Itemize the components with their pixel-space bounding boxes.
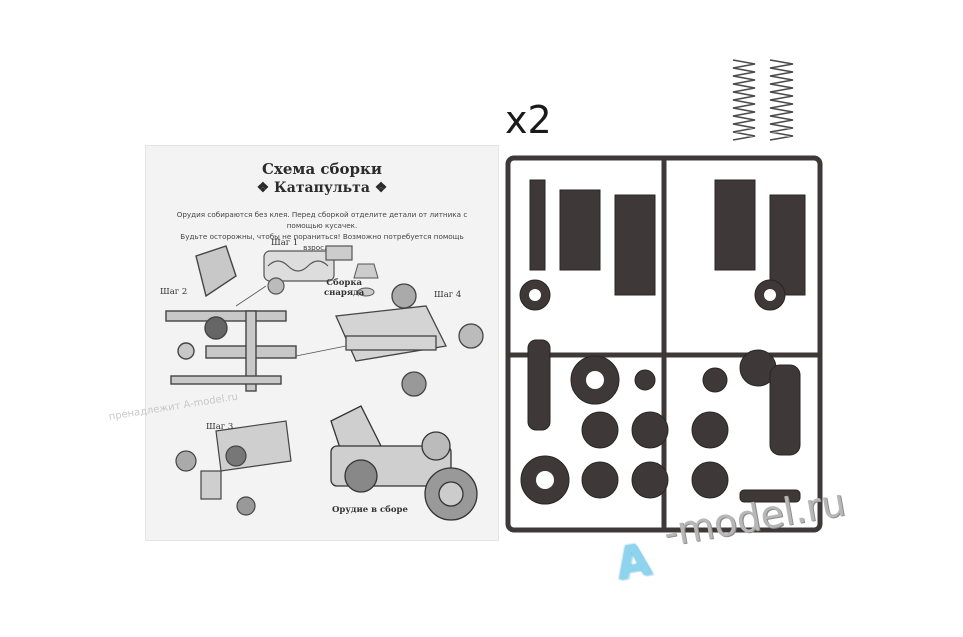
sheet-subtitle: ❖ Катапульта ❖ — [146, 180, 498, 196]
parts-sprue-illustration — [505, 155, 823, 533]
step-4-label: Шаг 4 — [434, 290, 462, 300]
step1-part-illustration — [263, 245, 353, 295]
spring-right — [769, 59, 794, 141]
ornament-right-icon: ❖ — [369, 180, 388, 196]
step3-part-illustration — [175, 420, 292, 516]
assembled-label: Орудие в сборе — [332, 505, 408, 515]
projectile-label: Сборка снаряда — [324, 278, 364, 298]
sheet-intro-line2: Будьте осторожны, чтобы не пораниться! В… — [180, 232, 464, 252]
ornament-left-icon: ❖ — [256, 180, 275, 196]
springs-illustration — [732, 59, 794, 141]
sheet-title: Схема сборки — [262, 160, 382, 178]
spring-left — [732, 59, 756, 141]
projectile-illustration — [353, 263, 379, 297]
sheet-subtitle-text: Катапульта — [274, 180, 370, 196]
step2-part-illustration — [165, 245, 297, 392]
step-1-label: Шаг 1 — [271, 238, 299, 248]
sheet-intro-line1: Орудия собираются без клея. Перед сборко… — [176, 210, 468, 230]
projectile-label-line2: снаряда — [324, 288, 365, 298]
assembly-diagram-illustration — [165, 245, 484, 521]
sheet-intro: Орудия собираются без клея. Перед сборко… — [166, 209, 478, 253]
instruction-sheet: Схема сборки ❖ Катапульта ❖ Орудия собир… — [146, 146, 498, 540]
step-2-label: Шаг 2 — [160, 287, 188, 297]
assembled-illustration — [330, 405, 478, 521]
watermark-logo: A — [612, 534, 655, 591]
projectile-label-line1: Сборка — [326, 278, 362, 288]
step-3-label: Шаг 3 — [206, 422, 234, 432]
step4-part-illustration — [335, 283, 484, 397]
quantity-multiplier: x2 — [505, 98, 552, 142]
